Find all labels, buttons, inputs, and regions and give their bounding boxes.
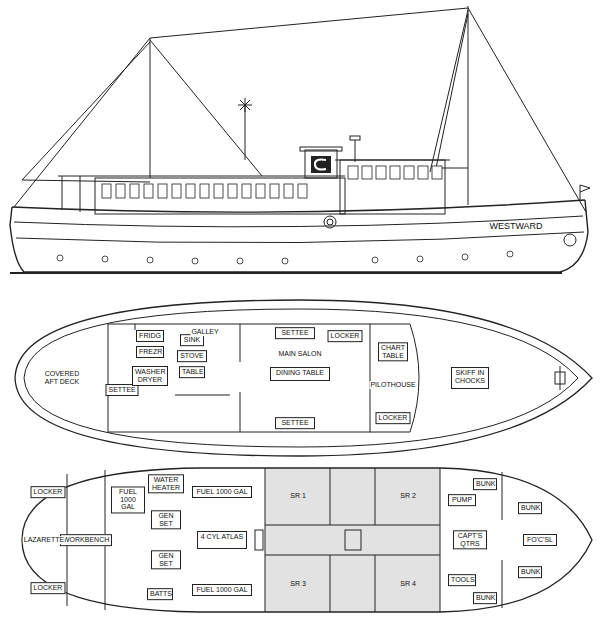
room-box: LOCKER — [328, 330, 363, 342]
room-name: MAIN SALON — [277, 350, 322, 358]
room-box: BUNK — [518, 502, 542, 514]
room-box: BATTS — [147, 588, 173, 600]
room-label: BUNK — [521, 504, 539, 512]
room-label: SETTEE — [278, 419, 312, 427]
room-box: FUEL 1000 GAL — [192, 486, 252, 498]
room-label: WATER HEATER — [151, 476, 181, 491]
label-text: SR 2 — [400, 492, 416, 500]
label-text: MAIN SALON — [278, 350, 321, 358]
room-label: GEN SET — [154, 512, 178, 527]
room-box: LOCKER — [376, 412, 411, 424]
room-label: BUNK — [521, 568, 539, 576]
room-box: GEN SET — [151, 510, 181, 529]
room-label: FO'C'SL — [526, 536, 554, 544]
room-label: GEN SET — [154, 552, 178, 567]
room-label: CAPT'S QTRS — [456, 532, 484, 547]
cabin-number: SR 1 — [289, 492, 307, 500]
room-label: SETTEE — [278, 329, 312, 337]
cabin-number: SR 2 — [399, 492, 417, 500]
room-box: WASHER DRYER — [132, 366, 168, 386]
room-name: PILOTHOUSE — [369, 381, 416, 389]
room-label: FUEL 1000 GAL — [195, 586, 249, 594]
room-label: CHART TABLE — [381, 344, 405, 359]
deck-name: COVERED AFT DECK — [39, 370, 85, 385]
room-box: SETTEE — [275, 417, 315, 429]
room-box: WATER HEATER — [148, 474, 184, 493]
label-text: SR 4 — [400, 580, 416, 588]
room-label: LOCKER — [331, 332, 360, 340]
room-box: 4 CYL ATLAS — [197, 531, 247, 549]
room-box: DINING TABLE — [270, 367, 330, 381]
label-text: LAZARETTE — [24, 536, 64, 544]
room-box: FUEL 1000 GAL — [111, 486, 145, 513]
room-label: BUNK — [476, 594, 494, 602]
cabin-number: SR 4 — [399, 580, 417, 588]
label-text: PILOTHOUSE — [370, 381, 415, 389]
room-label: TOOLS — [451, 576, 473, 584]
room-box: BUNK — [473, 478, 497, 490]
label-text: SR 3 — [290, 580, 306, 588]
room-label: LOCKER — [34, 584, 63, 592]
label-text: GALLEY — [191, 328, 218, 336]
room-box: BUNK — [473, 592, 497, 604]
room-box: CAPT'S QTRS — [453, 530, 487, 549]
room-box: FRIDG — [136, 330, 164, 342]
room-box: WORKBENCH — [60, 534, 112, 546]
room-label: FREZR — [139, 348, 161, 356]
room-label: FUEL 1000 GAL — [195, 488, 249, 496]
room-label: SKIFF IN CHOCKS — [454, 369, 486, 384]
room-box: SINK — [180, 334, 204, 346]
room-label: 4 CYL ATLAS — [200, 533, 244, 541]
room-label: TABLE — [182, 368, 202, 376]
room-label: BUNK — [476, 480, 494, 488]
room-box: STOVE — [177, 350, 207, 362]
cabin-number: SR 3 — [289, 580, 307, 588]
room-box: TABLE — [179, 366, 205, 378]
room-box: SETTEE — [275, 327, 315, 339]
label-text: COVERED AFT DECK — [40, 370, 84, 385]
room-box: BUNK — [518, 566, 542, 578]
room-name: LAZARETTE — [23, 536, 65, 544]
room-box: GEN SET — [151, 550, 181, 569]
room-label: SINK — [183, 336, 201, 344]
room-box: LOCKER — [31, 486, 66, 498]
room-label: SETTEE — [109, 386, 136, 394]
room-box: SKIFF IN CHOCKS — [451, 367, 489, 389]
room-label: DINING TABLE — [273, 369, 327, 377]
room-box: LOCKER — [31, 582, 66, 594]
room-label: WASHER DRYER — [135, 368, 165, 383]
westward-name: WESTWARD — [488, 222, 543, 232]
room-box: PUMP — [448, 494, 476, 506]
room-label: LOCKER — [34, 488, 63, 496]
room-name: GALLEY — [190, 328, 219, 336]
room-box: FO'C'SL — [523, 534, 557, 546]
label-text: SR 1 — [290, 492, 306, 500]
room-label: BATTS — [150, 590, 170, 598]
room-label: FRIDG — [139, 332, 161, 340]
room-label: WORKBENCH — [63, 536, 109, 544]
label-text: WESTWARD — [489, 222, 542, 232]
room-box: CHART TABLE — [378, 342, 408, 361]
room-box: FUEL 1000 GAL — [192, 584, 252, 596]
room-label: FUEL 1000 GAL — [114, 488, 142, 511]
room-label: STOVE — [180, 352, 204, 360]
room-box: TOOLS — [448, 574, 476, 586]
room-label: PUMP — [451, 496, 473, 504]
room-label: LOCKER — [379, 414, 408, 422]
room-box: FREZR — [136, 346, 164, 358]
